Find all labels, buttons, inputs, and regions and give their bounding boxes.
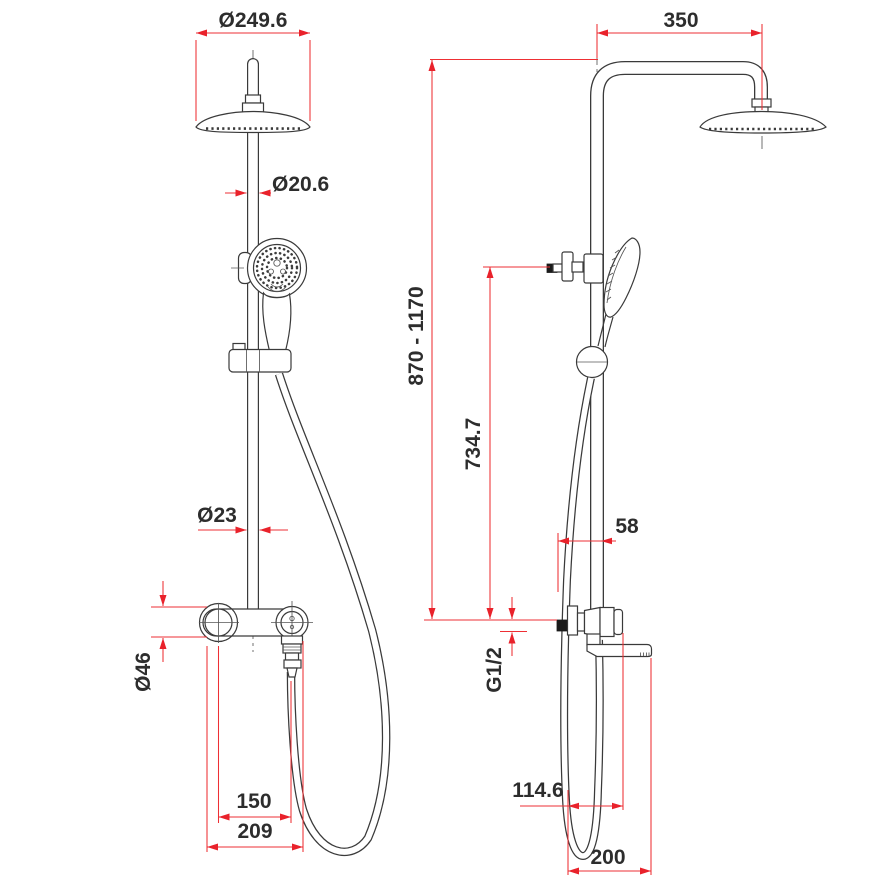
dim-diverter-height: 734.7 [462, 266, 550, 619]
hand-shower-side [575, 237, 641, 379]
dim-upper-pipe-diameter-label: Ø20.6 [272, 173, 329, 196]
slider-bracket-front [228, 342, 292, 373]
dim-column-height-range-label: 870 - 1170 [405, 286, 428, 385]
dim-hose-to-pipe-offset: 58 [557, 515, 639, 592]
dim-inlet-thread-label: G1/2 [483, 647, 506, 693]
riser-pipe-front [241, 58, 265, 617]
dim-handle-to-outlet-label: 150 [236, 790, 271, 813]
hose-outlet-front [280, 635, 304, 678]
shower-hose-front [274, 372, 391, 857]
dim-spout-projection-label: 114.6 [512, 779, 563, 802]
dim-overall-projection-label: 200 [590, 846, 625, 869]
dim-inlet-thread: G1/2 [483, 597, 527, 693]
hand-shower-handle-front [262, 291, 292, 352]
mixer-valve-front [198, 601, 313, 678]
lever-handle-side [613, 608, 624, 636]
front-view: Ø249.6 Ø20.6 Ø23 Ø46 150 [132, 9, 391, 857]
dim-valve-body-diameter-label: Ø46 [132, 652, 155, 692]
hand-shower-front [231, 237, 308, 352]
escutcheon-side [566, 605, 579, 636]
dim-column-height-range: 870 - 1170 [405, 58, 598, 621]
spout-aerator [640, 652, 650, 656]
side-view: 350 870 - 1170 734.7 58 G1/2 [405, 9, 827, 875]
rain-head-side [699, 110, 827, 134]
dim-upper-pipe-diameter: Ø20.6 [225, 173, 329, 197]
hand-shower-holder-side [546, 251, 604, 284]
dim-valve-body-diameter: Ø46 [132, 581, 207, 692]
mixer-valve-side [556, 605, 653, 658]
dim-hose-to-pipe-offset-label: 58 [615, 515, 639, 538]
dim-spout-projection: 114.6 [512, 633, 624, 810]
dim-arm-projection-label: 350 [663, 9, 698, 32]
dim-lower-pipe-diameter-label: Ø23 [197, 504, 237, 527]
bath-spout-side [586, 643, 653, 658]
wall-inlet-g12 [556, 619, 569, 632]
spray-mode-dot [268, 268, 274, 275]
dim-handle-to-outlet: 150 [217, 646, 292, 823]
dim-diverter-height-label: 734.7 [462, 418, 485, 471]
dim-head-diameter-label: Ø249.6 [219, 9, 288, 32]
dim-head-diameter: Ø249.6 [195, 9, 311, 121]
spray-mode-dot [273, 259, 281, 267]
rain-head-front [195, 110, 311, 134]
dim-valve-overall-width: 209 [206, 641, 304, 852]
dim-overall-projection: 200 [567, 658, 652, 875]
dim-lower-pipe-diameter: Ø23 [197, 504, 288, 534]
dim-arm-projection: 350 [596, 9, 763, 110]
spray-mode-dot [280, 268, 286, 275]
dim-valve-overall-width-label: 209 [237, 820, 272, 843]
